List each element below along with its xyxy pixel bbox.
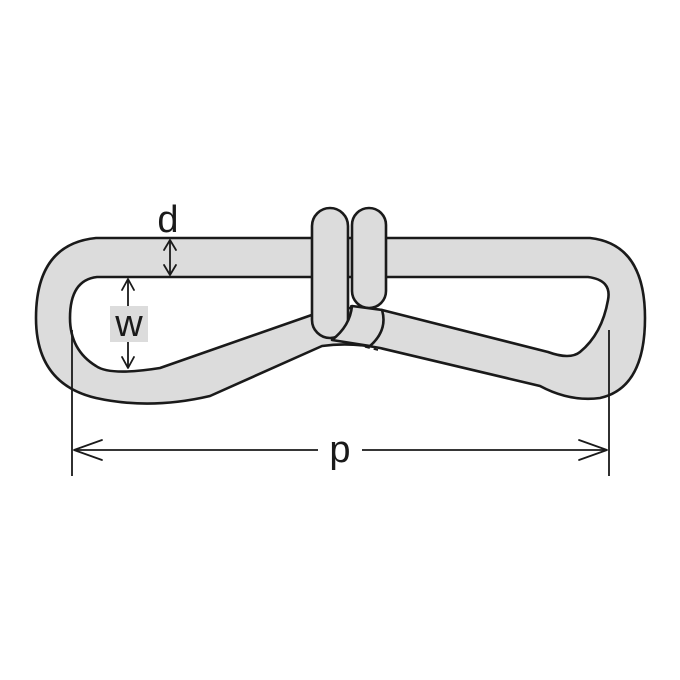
dimension-w-label-bg: [110, 306, 148, 342]
dimension-d: d: [157, 199, 179, 276]
dimension-w: w: [110, 278, 148, 369]
wire-wrap-coil-right: [350, 206, 388, 310]
dimension-p-label: p: [329, 429, 350, 471]
wire-wrap-coil-left: [310, 206, 350, 340]
wire-end-bend: [330, 304, 385, 348]
dimension-d-arrow-bottom: [163, 264, 177, 276]
dimension-p: p: [71, 330, 610, 476]
dimension-d-label: d: [157, 199, 178, 241]
dimension-d-arrow-top: [163, 239, 177, 251]
dimension-w-arrow-bottom: [121, 356, 135, 369]
dimension-w-label: w: [114, 303, 143, 345]
dimension-p-arrow-left: [73, 439, 103, 461]
dimension-w-arrow-top: [121, 278, 135, 291]
dimension-p-arrow-right: [578, 439, 608, 461]
